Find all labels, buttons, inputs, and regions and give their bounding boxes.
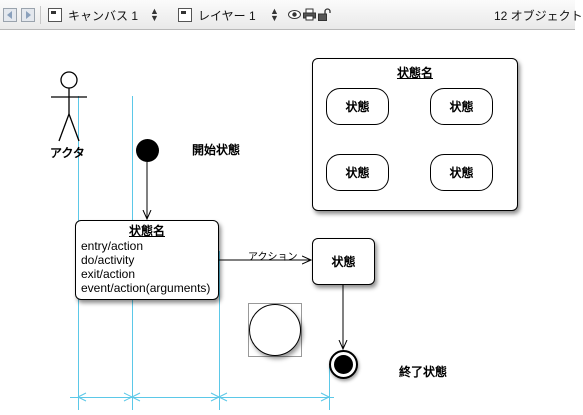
canvas-select-label: キャンバス 1	[68, 8, 139, 23]
object-count: 12 オブジェクト	[494, 8, 583, 23]
back-arrow-icon[interactable]	[3, 8, 17, 22]
layer-selector[interactable]: レイヤー 1	[178, 0, 256, 30]
state-box-activities: entry/action do/activity exit/action eve…	[81, 239, 211, 295]
composite-substate-b2[interactable]: 状態	[430, 154, 493, 191]
simple-state[interactable]: 状態	[312, 238, 375, 285]
actor-label: アクタ	[50, 146, 85, 160]
end-state-node[interactable]	[329, 350, 358, 379]
composite-substate-a1[interactable]: 状態	[326, 88, 389, 125]
canvas-selector[interactable]: キャンバス 1	[48, 0, 138, 30]
start-state-label: 開始状態	[192, 143, 241, 157]
selection-bounds[interactable]	[248, 303, 302, 357]
stepper-icon: ▲▼	[150, 6, 159, 23]
eye-icon[interactable]	[288, 9, 301, 20]
canvas-stepper[interactable]: ▲▼	[150, 0, 159, 30]
transition-action-label: アクション	[248, 252, 298, 263]
end-state-label: 終了状態	[399, 365, 448, 379]
forward-arrow-icon[interactable]	[21, 8, 35, 22]
diagram-canvas[interactable]: アクタ 開始状態 状態名 entry/action do/activity ex…	[0, 31, 575, 415]
composite-substate-a2[interactable]: 状態	[430, 88, 493, 125]
canvas-icon	[48, 8, 62, 22]
state-with-activities[interactable]: 状態名 entry/action do/activity exit/action…	[75, 220, 219, 300]
layer-icon	[178, 8, 192, 22]
composite-state-title: 状態名	[396, 66, 433, 80]
guide-arrowheads	[77, 392, 330, 402]
toolbar: キャンバス 1 ▲▼ レイヤー 1 ▲▼ 12 オブジェクト	[0, 0, 583, 30]
actor-stick-figure-icon[interactable]	[50, 69, 88, 145]
alignment-guide	[329, 366, 330, 410]
print-icon[interactable]	[303, 8, 316, 21]
toolbar-separator	[40, 6, 41, 24]
circle-shape[interactable]	[249, 304, 301, 356]
layer-stepper[interactable]: ▲▼	[270, 0, 279, 30]
layer-select-label: レイヤー 1	[198, 8, 256, 23]
start-state-node[interactable]	[136, 139, 159, 162]
composite-substate-b1[interactable]: 状態	[326, 154, 389, 191]
unlock-icon[interactable]	[318, 8, 332, 21]
alignment-guide	[219, 251, 220, 410]
alignment-guide	[70, 397, 334, 398]
state-box-title: 状態名	[128, 224, 165, 238]
stepper-icon: ▲▼	[270, 6, 279, 23]
